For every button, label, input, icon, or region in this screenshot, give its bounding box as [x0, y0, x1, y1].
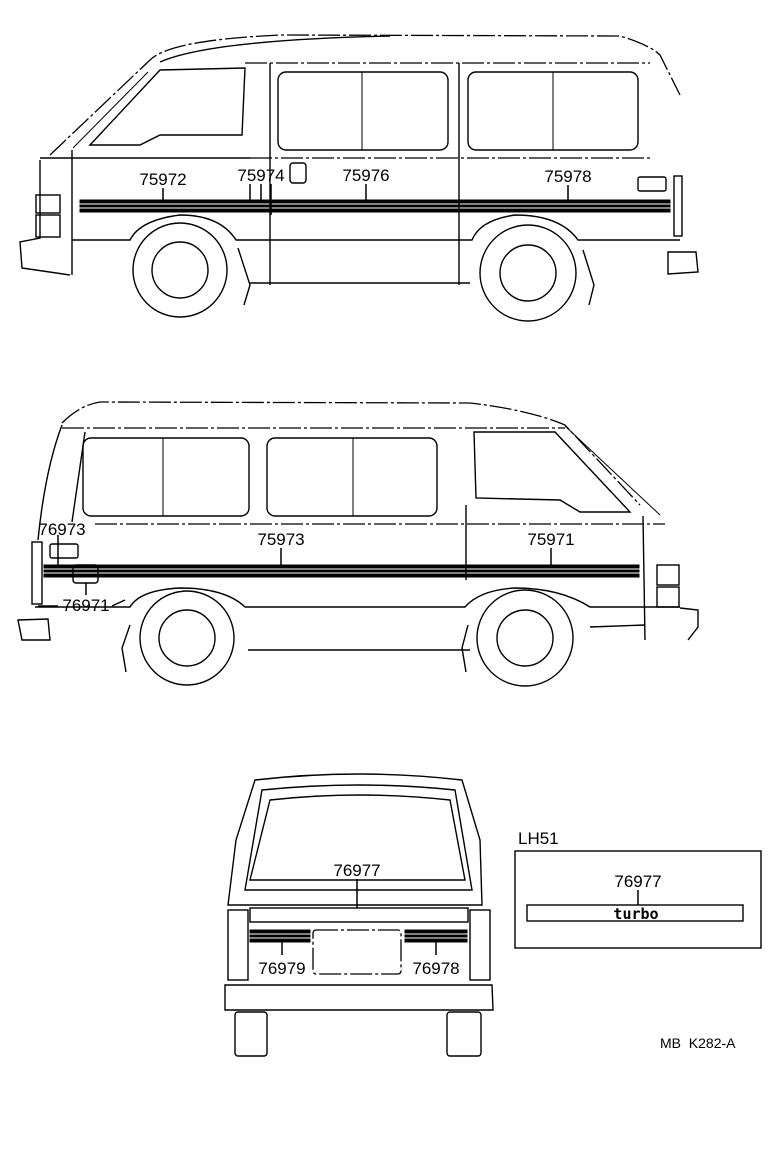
side-stripe-right: [79, 199, 671, 213]
turbo-emblem-text: turbo: [613, 905, 658, 923]
right-side-view: [19, 34, 699, 322]
callout-76973: 76973: [38, 520, 85, 539]
callout-76971: 76971: [62, 596, 109, 615]
left-side-view: [17, 401, 699, 687]
side-stripe-left: [43, 564, 640, 578]
callout-75974: 75974: [237, 166, 284, 185]
rear-stripe-left: [249, 929, 311, 943]
callout-76977-rear: 76977: [333, 861, 380, 880]
lh51-title: LH51: [518, 829, 559, 848]
callout-75978: 75978: [544, 167, 591, 186]
lh51-detail-box: [514, 850, 762, 949]
callout-76977-lh51: 76977: [614, 872, 661, 891]
callout-75976: 75976: [342, 166, 389, 185]
callout-76979: 76979: [258, 959, 305, 978]
callout-75972: 75972: [139, 170, 186, 189]
rear-stripe-right: [404, 929, 468, 943]
drawing-code: MB K282-A: [660, 1035, 736, 1051]
callout-75971: 75971: [527, 530, 574, 549]
callout-75973: 75973: [257, 530, 304, 549]
rear-view: [224, 773, 494, 1057]
callout-76978: 76978: [412, 959, 459, 978]
